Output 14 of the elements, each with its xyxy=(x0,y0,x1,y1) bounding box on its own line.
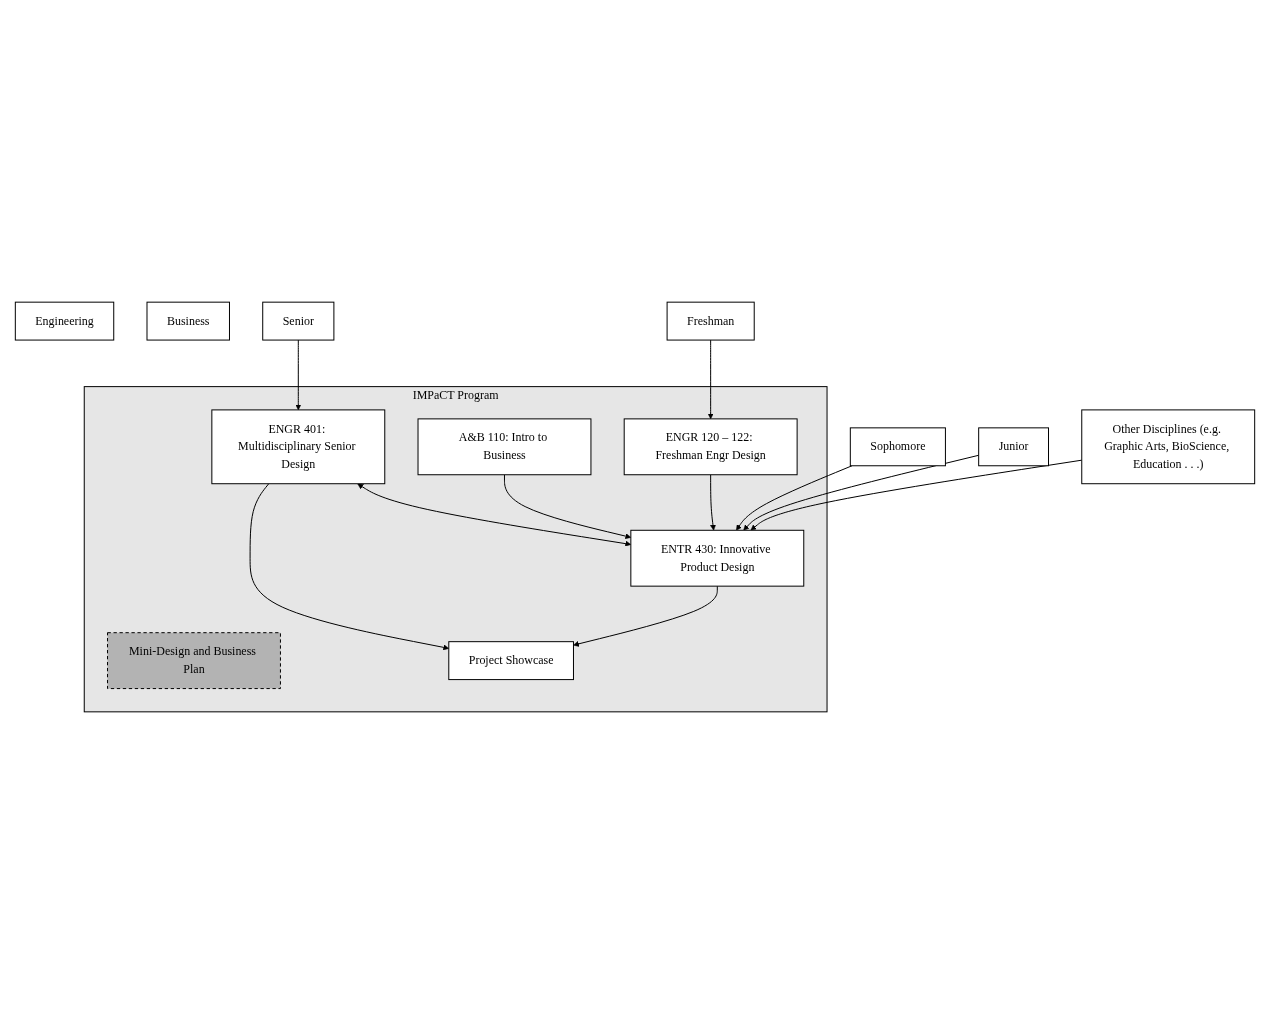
node-box: ENGR 401: Multidisciplinary Senior Design xyxy=(211,409,386,485)
node-box: ENGR 120 – 122: Freshman Engr Design xyxy=(623,418,798,476)
node-box: ENTR 430: Innovative Product Design xyxy=(630,529,805,587)
node-box: Sophomore xyxy=(849,427,946,467)
arrow xyxy=(573,585,718,647)
node-box: Senior xyxy=(262,301,335,341)
node-box: Engineering xyxy=(14,301,115,341)
node-box: A&B 110: Intro to Business xyxy=(417,418,592,476)
node-box: Project Showcase xyxy=(448,641,574,681)
node-box: Other Disciplines (e.g. Graphic Arts, BioScience, Education . . .) xyxy=(1081,409,1256,485)
node-box: Business xyxy=(146,301,230,341)
node-box: Junior xyxy=(978,427,1049,467)
node-box: Mini-Design and Business Plan xyxy=(107,632,281,690)
node-box: Freshman xyxy=(666,301,755,341)
